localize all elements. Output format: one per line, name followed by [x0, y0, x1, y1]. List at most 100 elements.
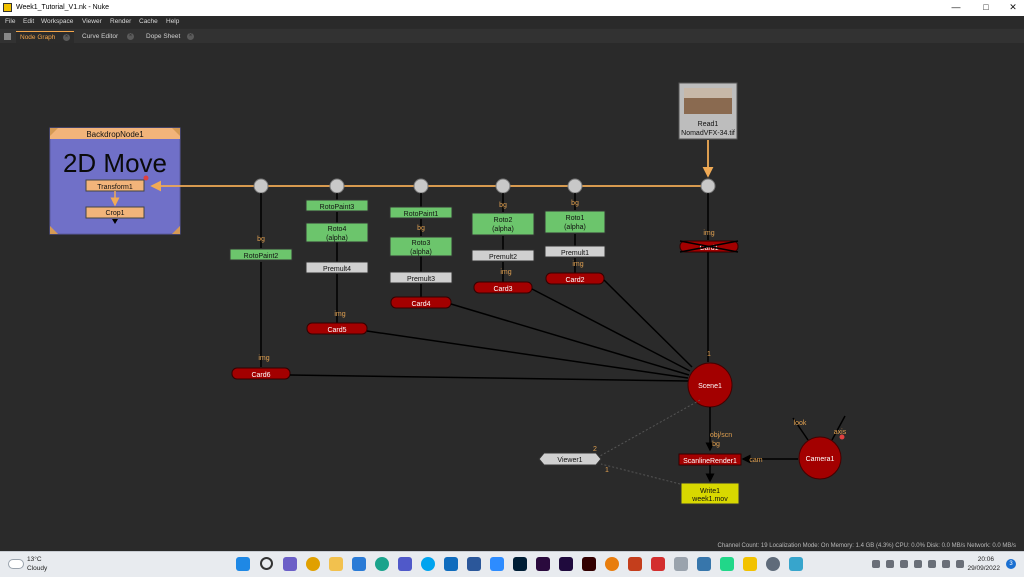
weather-temperature[interactable]: 13°C — [27, 556, 42, 563]
mail-icon[interactable] — [352, 557, 366, 571]
tray-app-icon[interactable] — [914, 560, 922, 568]
write1-node[interactable]: Write1 week1.mov — [680, 482, 740, 505]
notepad-icon[interactable] — [674, 557, 688, 571]
card4-node[interactable]: Card4 — [390, 296, 452, 309]
illustrator-icon[interactable] — [582, 557, 596, 571]
roto1-node[interactable]: Roto1 (alpha) — [544, 210, 606, 234]
dot-node[interactable] — [700, 178, 716, 194]
nuke-icon[interactable] — [743, 557, 757, 571]
tray-app-icon[interactable] — [900, 560, 908, 568]
maya-icon[interactable] — [789, 557, 803, 571]
tab-label: Dope Sheet — [146, 33, 181, 40]
search-icon[interactable] — [260, 557, 273, 570]
blender-icon[interactable] — [605, 557, 619, 571]
roto2-node[interactable]: Roto2 (alpha) — [471, 212, 535, 236]
menu-file[interactable]: File — [5, 18, 16, 25]
weather-description[interactable]: Cloudy — [27, 565, 48, 572]
dot-node[interactable] — [567, 178, 583, 194]
clock-time[interactable]: 20:06 — [977, 556, 994, 563]
outlook-icon[interactable] — [444, 557, 458, 571]
minimize-icon[interactable]: — — [951, 2, 961, 12]
menu-workspace[interactable]: Workspace — [41, 18, 74, 25]
rotopaint3-node[interactable]: RotoPaint3 — [305, 199, 369, 212]
premult2-node[interactable]: Premult2 — [471, 249, 535, 262]
dot-node[interactable] — [495, 178, 511, 194]
roto3-node[interactable]: Roto3 (alpha) — [389, 236, 453, 257]
menu-viewer[interactable]: Viewer — [82, 18, 102, 25]
card6-node[interactable]: Card6 — [231, 367, 291, 380]
camera1-node[interactable]: Camera1 — [798, 436, 842, 480]
panel-tab-bar: Node Graph × Curve Editor× Dope Sheet × — [0, 29, 1024, 44]
edge-icon[interactable] — [375, 557, 389, 571]
volume-icon[interactable] — [942, 560, 950, 568]
status-text: Channel Count: 19 Localization Mode: On … — [717, 543, 1016, 549]
premult1-node[interactable]: Premult1 — [544, 245, 606, 258]
zoom-icon[interactable] — [490, 557, 504, 571]
premult4-node[interactable]: Premult4 — [305, 261, 369, 274]
menu-cache[interactable]: Cache — [139, 18, 158, 25]
menu-edit[interactable]: Edit — [23, 18, 35, 25]
node-label: Card3 — [493, 286, 512, 293]
input-label: img — [334, 311, 345, 318]
backdrop-label: 2D Move — [63, 148, 167, 178]
card3-node[interactable]: Card3 — [473, 281, 533, 294]
acrobat-icon[interactable] — [651, 557, 665, 571]
dot-node[interactable] — [329, 178, 345, 194]
roto4-node[interactable]: Roto4 (alpha) — [305, 222, 369, 243]
pycharm-icon[interactable] — [720, 557, 734, 571]
scene1-node[interactable]: Scene1 — [687, 362, 733, 408]
viewer1-node[interactable]: Viewer1 — [538, 452, 602, 466]
node-label: RotoPaint2 — [244, 253, 279, 260]
node-graph-canvas[interactable]: BackdropNode1 2D Move Transform1 Crop1 R… — [0, 43, 1024, 551]
node-label: Premult2 — [489, 254, 517, 261]
word-icon[interactable] — [467, 557, 481, 571]
python-icon[interactable] — [697, 557, 711, 571]
close-tab-icon[interactable]: × — [127, 33, 134, 40]
input-label: 1 — [707, 351, 711, 358]
dot-node[interactable] — [253, 178, 269, 194]
battery-icon[interactable] — [956, 560, 964, 568]
card5-node[interactable]: Card5 — [306, 322, 368, 335]
tray-app-icon[interactable] — [886, 560, 894, 568]
input-label: img — [500, 269, 511, 276]
rotopaint1-node[interactable]: RotoPaint1 — [389, 206, 453, 219]
input-label: bg — [257, 236, 265, 243]
menu-help[interactable]: Help — [166, 18, 180, 25]
skype-icon[interactable] — [421, 557, 435, 571]
dot-node[interactable] — [413, 178, 429, 194]
tab-curve-editor[interactable]: Curve Editor× — [78, 31, 138, 43]
teams-app-icon[interactable] — [398, 557, 412, 571]
node-file: week1.mov — [691, 496, 728, 503]
photoshop-icon[interactable] — [513, 557, 527, 571]
windows-start-icon[interactable] — [236, 557, 250, 571]
powerpoint-icon[interactable] — [628, 557, 642, 571]
teams-icon[interactable] — [283, 557, 297, 571]
premult3-node[interactable]: Premult3 — [389, 271, 453, 284]
after-effects-icon[interactable] — [559, 557, 573, 571]
cloud-icon[interactable] — [8, 559, 24, 569]
close-tab-icon[interactable]: × — [63, 34, 70, 41]
close-icon[interactable]: ✕ — [1009, 2, 1017, 12]
chrome-icon[interactable] — [306, 557, 320, 571]
menu-render[interactable]: Render — [110, 18, 132, 25]
tab-label: Node Graph — [20, 34, 56, 41]
notification-badge[interactable]: 3 — [1006, 559, 1016, 569]
card2-node[interactable]: Card2 — [545, 272, 605, 285]
tray-chevron-icon[interactable] — [872, 560, 880, 568]
card1-node-disabled[interactable]: Card1 — [679, 240, 739, 253]
settings-icon[interactable] — [766, 557, 780, 571]
close-tab-icon[interactable]: × — [187, 33, 194, 40]
tab-node-graph[interactable]: Node Graph × — [16, 31, 74, 43]
tab-dope-sheet[interactable]: Dope Sheet × — [142, 31, 198, 43]
premiere-icon[interactable] — [536, 557, 550, 571]
panel-menu-icon[interactable] — [4, 33, 11, 40]
crop1-node[interactable]: Crop1 — [85, 206, 145, 219]
input-label: look — [794, 420, 807, 427]
clock-date[interactable]: 29/09/2022 — [967, 565, 1000, 572]
wifi-icon[interactable] — [928, 560, 936, 568]
file-explorer-icon[interactable] — [329, 557, 343, 571]
scanlinerender1-node[interactable]: ScanlineRender1 — [678, 453, 742, 466]
rotopaint2-node[interactable]: RotoPaint2 — [229, 248, 293, 261]
read1-node[interactable]: Read1 NomadVFX-34.tif — [678, 82, 738, 140]
maximize-icon[interactable]: □ — [983, 2, 989, 12]
